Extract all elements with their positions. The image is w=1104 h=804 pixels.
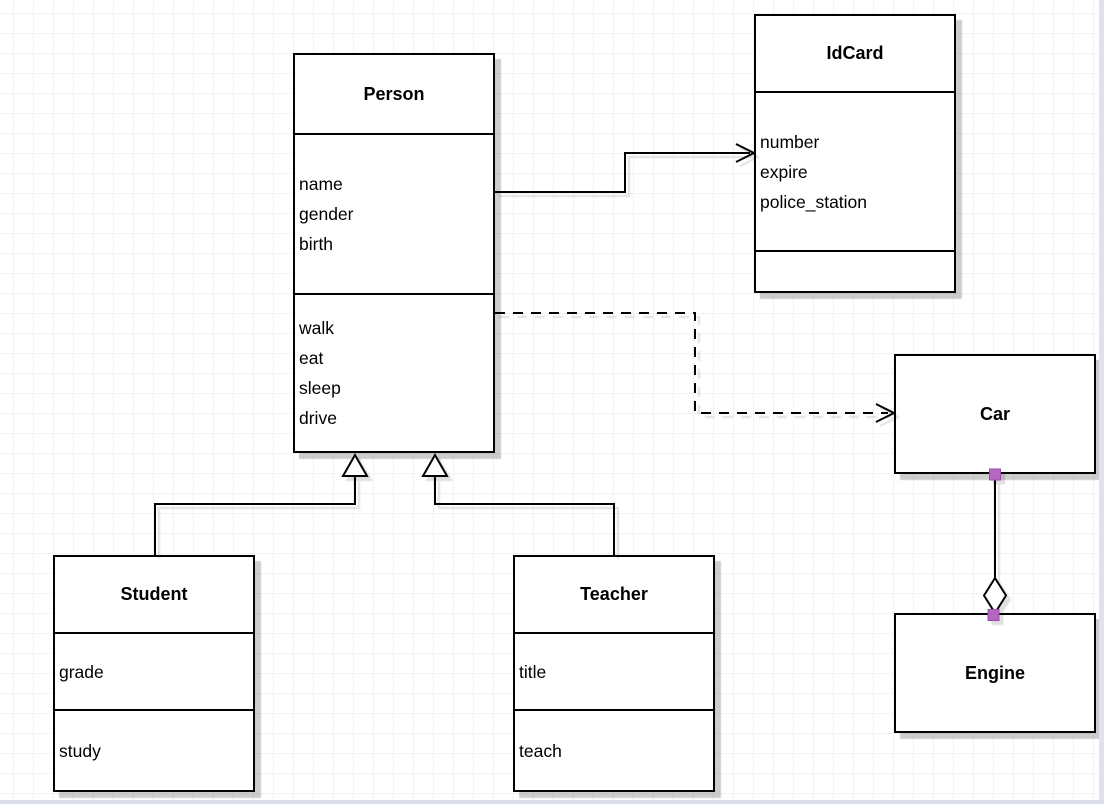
class-car-title: Car (979, 403, 1010, 424)
method: teach (519, 740, 562, 761)
class-teacher-attributes: title (515, 634, 713, 711)
class-teacher-title: Teacher (515, 557, 713, 634)
class-student-title: Student (55, 557, 253, 634)
class-idcard[interactable]: IdCard number expire police_station (754, 14, 956, 293)
page-edge-bottom (0, 800, 1104, 804)
open-arrow-icon (875, 403, 897, 423)
hollow-triangle-icon (421, 452, 449, 477)
class-engine[interactable]: Engine (894, 613, 1096, 733)
hollow-diamond-icon (982, 576, 1008, 615)
class-student-methods: study (55, 711, 253, 790)
attribute: title (519, 661, 547, 682)
hollow-triangle-icon (341, 452, 369, 477)
class-idcard-title: IdCard (756, 16, 954, 93)
method: study (59, 740, 101, 761)
class-student-attributes: grade (55, 634, 253, 711)
generalization-edge-teacher-person[interactable] (421, 452, 615, 555)
attribute: expire (760, 161, 808, 182)
class-student[interactable]: Student grade study (53, 555, 255, 792)
class-person[interactable]: Person name gender birth walk eat sleep … (293, 53, 495, 453)
attribute: name (299, 174, 343, 194)
class-person-title: Person (295, 55, 493, 135)
class-idcard-attributes: number expire police_station (756, 93, 954, 252)
method: drive (299, 408, 337, 428)
attribute: police_station (760, 191, 868, 212)
method: sleep (299, 378, 341, 398)
method: walk (299, 318, 335, 338)
open-arrow-icon (735, 143, 757, 163)
class-car[interactable]: Car (894, 354, 1096, 474)
class-engine-title: Engine (964, 662, 1025, 683)
class-teacher-methods: teach (515, 711, 713, 790)
attribute: number (760, 131, 820, 152)
attribute: birth (299, 234, 334, 254)
dependency-edge-person-car[interactable] (495, 312, 897, 423)
method: eat (299, 348, 324, 368)
generalization-edge-student-person[interactable] (154, 452, 369, 555)
page-edge-right (1099, 0, 1104, 804)
aggregation-edge-car-engine[interactable] (982, 468, 1008, 621)
class-person-attributes: name gender birth (295, 135, 493, 295)
association-edge-person-idcard[interactable] (495, 143, 757, 193)
class-teacher[interactable]: Teacher title teach (513, 555, 715, 792)
class-idcard-methods-empty (756, 252, 954, 291)
class-person-methods: walk eat sleep drive (295, 295, 493, 451)
attribute: gender (299, 204, 354, 224)
attribute: grade (59, 661, 104, 682)
